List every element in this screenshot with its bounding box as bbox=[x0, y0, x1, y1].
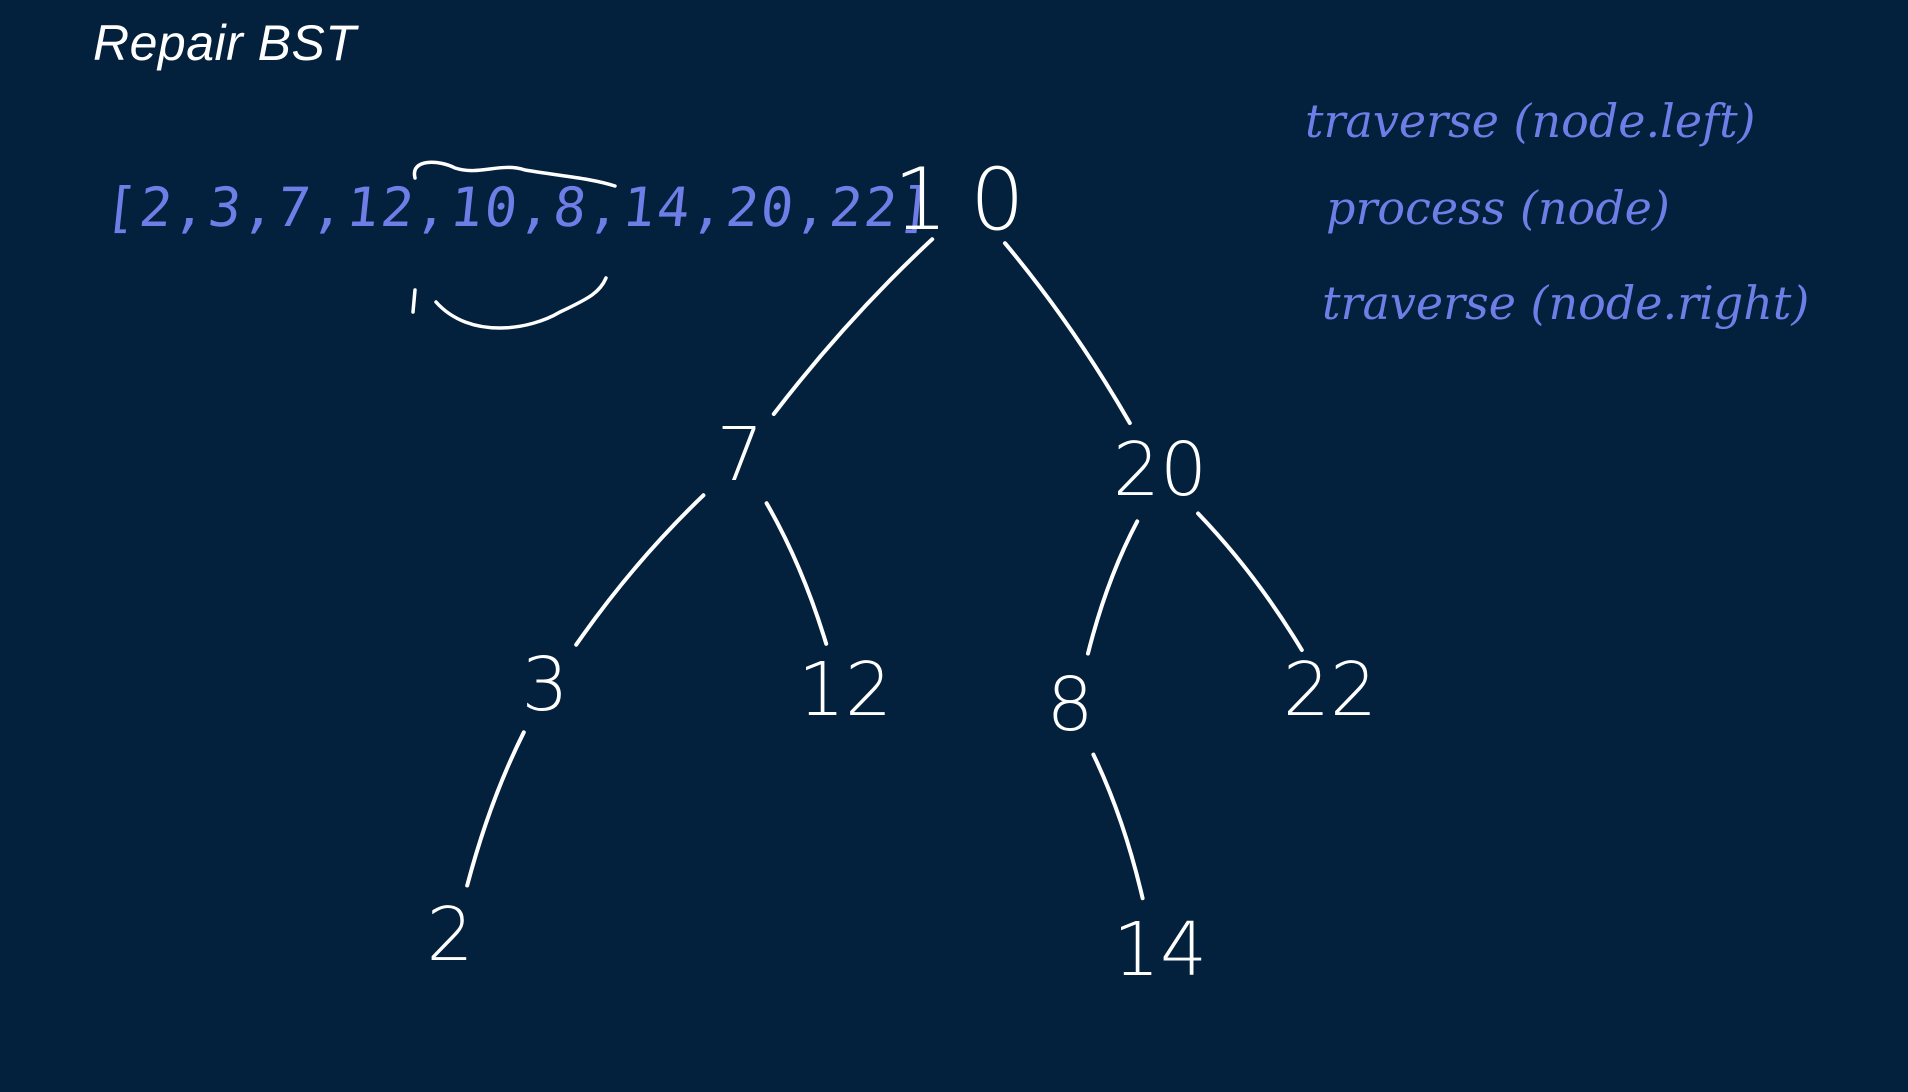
pseudocode-line-2: process (node) bbox=[1326, 181, 1670, 235]
swap-arc-top bbox=[412, 160, 617, 188]
tree-edge bbox=[1003, 241, 1132, 425]
tree-node-2: 2 bbox=[426, 892, 474, 978]
swap-arc-bottom bbox=[434, 276, 608, 330]
tree-edge bbox=[1196, 511, 1304, 652]
tree-node-8: 8 bbox=[1046, 662, 1094, 748]
tree-node-22: 22 bbox=[1282, 647, 1378, 733]
pseudocode-line-3: traverse (node.right) bbox=[1322, 276, 1810, 330]
tree-edge bbox=[465, 730, 526, 888]
tree-node-10: 10 bbox=[893, 150, 1047, 250]
tree-node-20: 20 bbox=[1112, 427, 1208, 513]
tree-edge bbox=[1086, 519, 1140, 656]
pseudocode-line-1: traverse (node.left) bbox=[1305, 94, 1756, 148]
swap-tick bbox=[411, 288, 417, 314]
tree-edge bbox=[574, 493, 706, 647]
tree-node-14: 14 bbox=[1112, 907, 1208, 993]
page-title: Repair BST bbox=[93, 15, 357, 71]
tree-node-3: 3 bbox=[521, 642, 569, 728]
tree-edge bbox=[764, 501, 829, 646]
tree-edge bbox=[1091, 752, 1145, 901]
tree-edge bbox=[771, 237, 935, 416]
tree-node-7: 7 bbox=[716, 412, 764, 498]
tree-node-12: 12 bbox=[797, 647, 893, 733]
